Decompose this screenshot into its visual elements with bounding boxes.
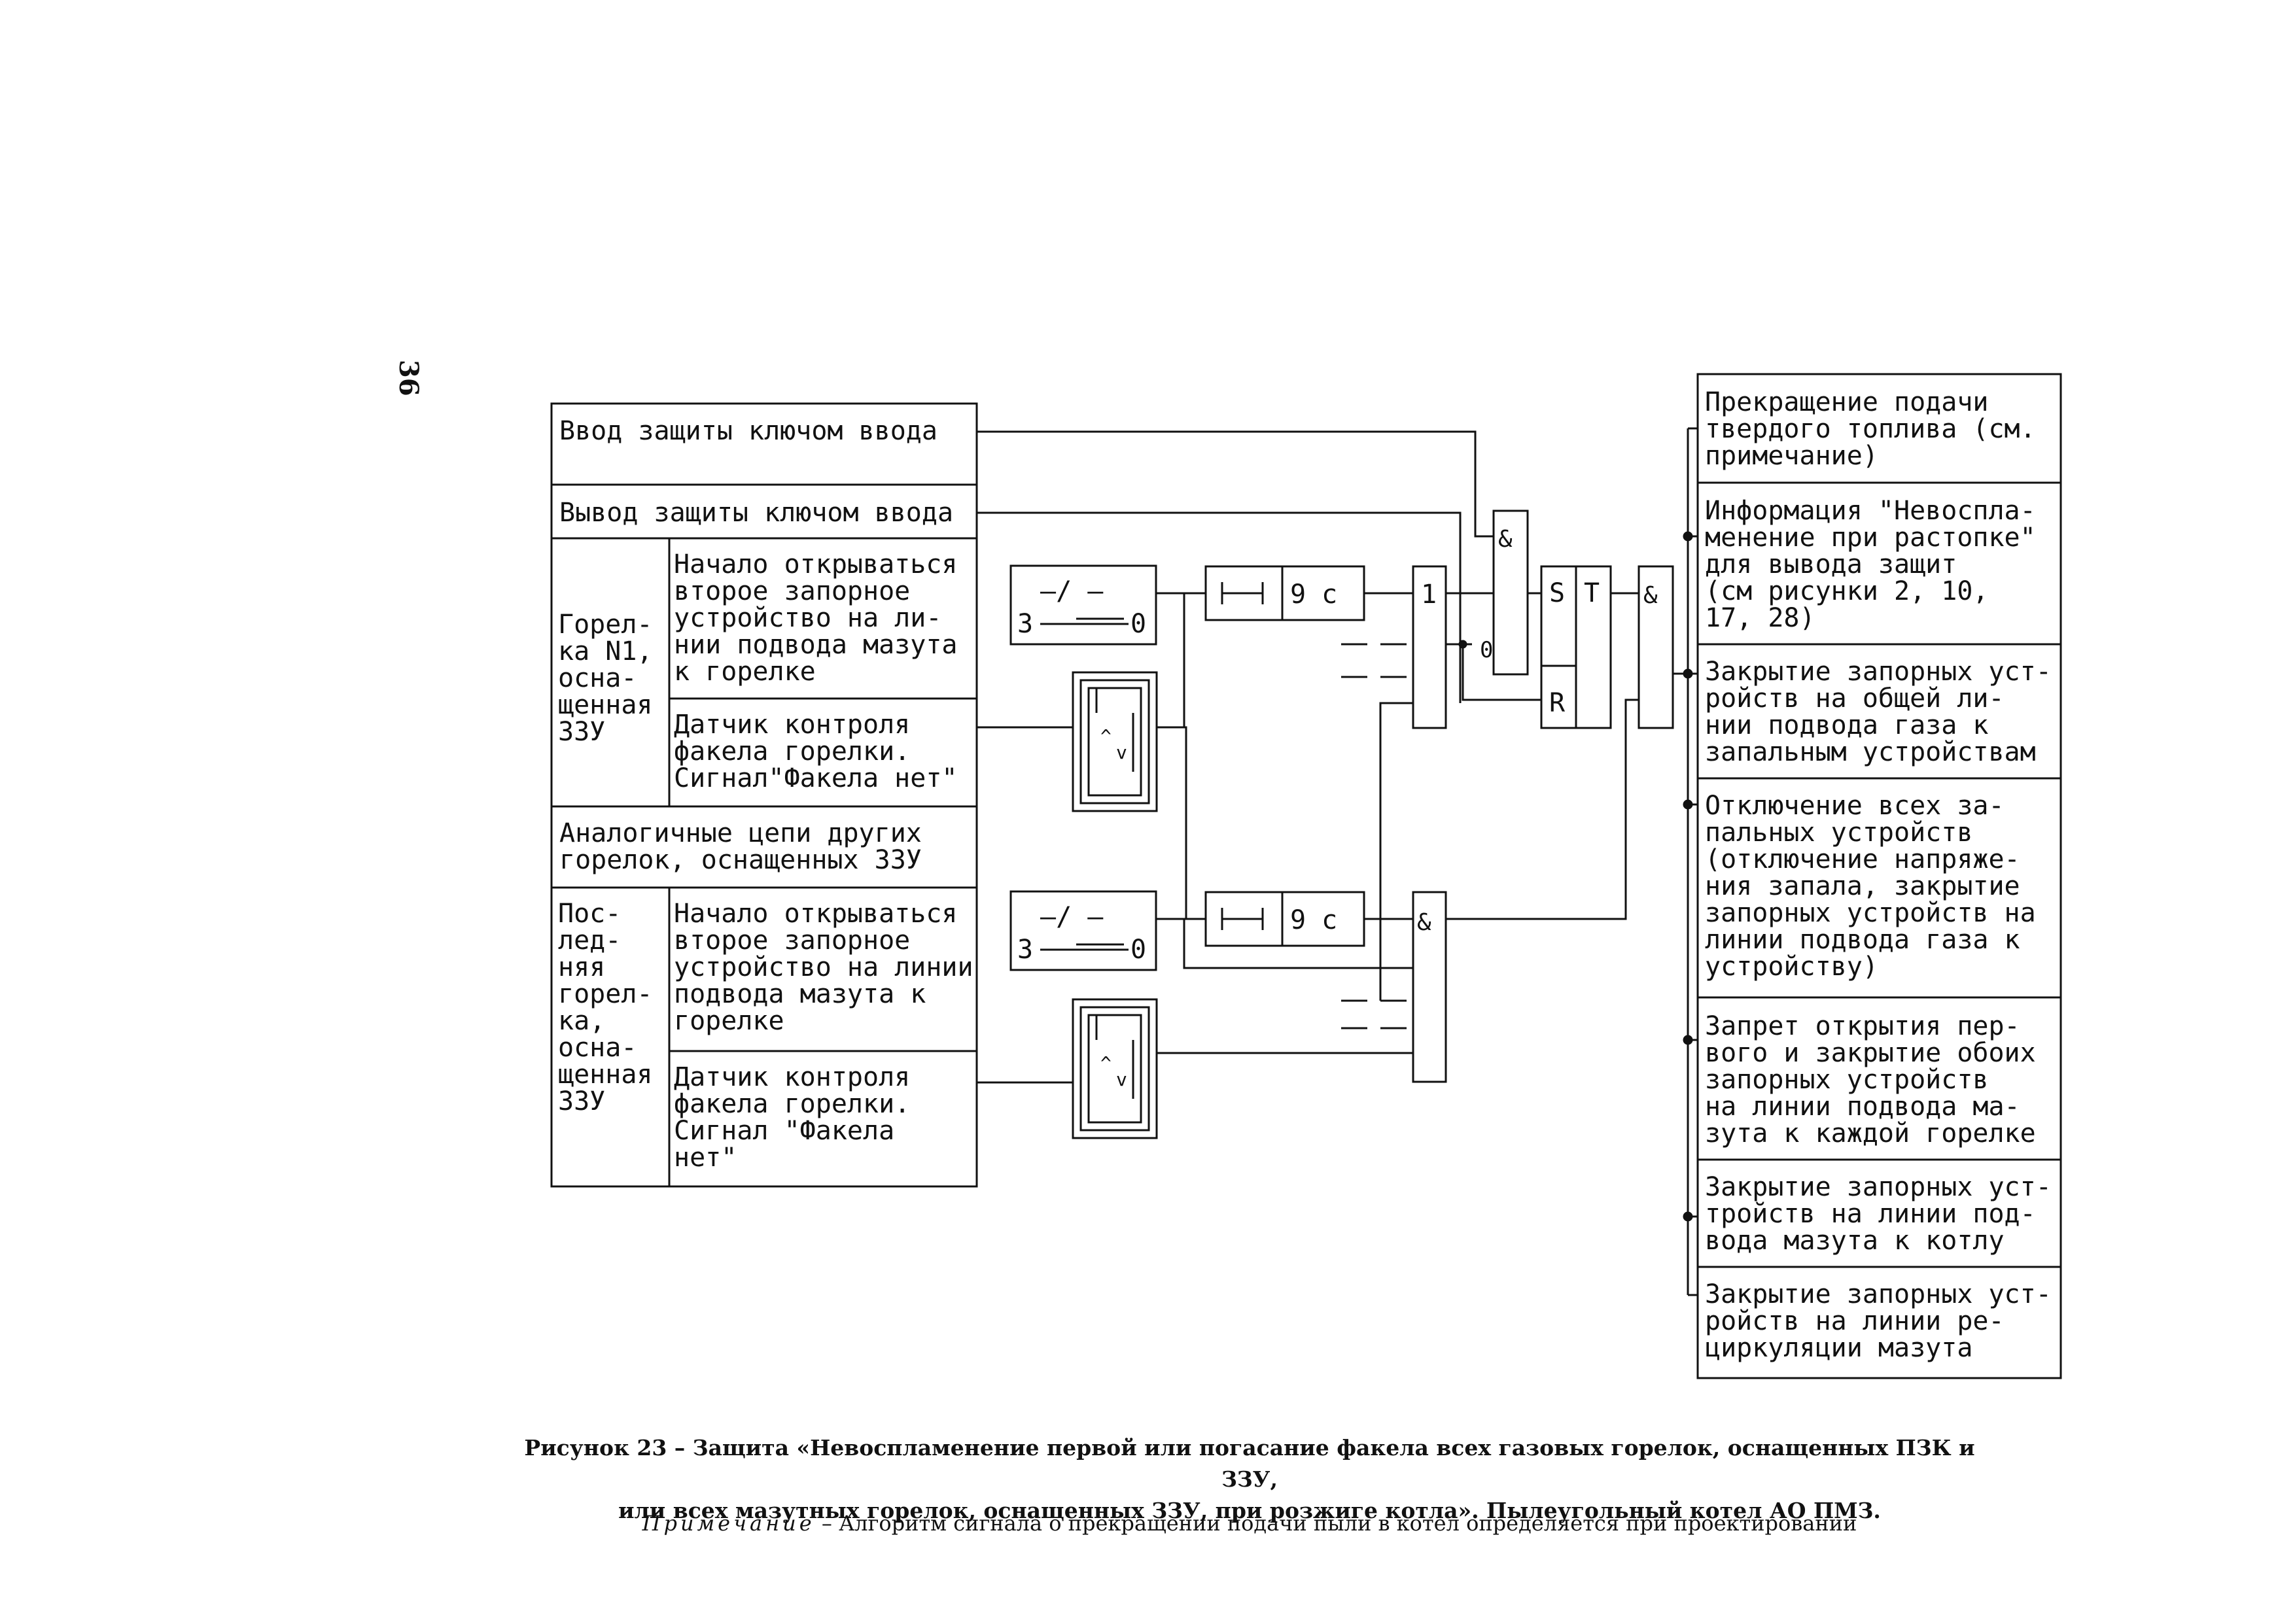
svg-text:S: S — [1549, 578, 1565, 608]
output-item-4: Отключение всех за- пальных устройств (о… — [1705, 791, 2052, 982]
svg-text:3: 3 — [1017, 609, 1033, 639]
output-item-5: Запрет открытия пер- вого и закрытие обо… — [1705, 1011, 2052, 1149]
svg-text:&: & — [1643, 582, 1658, 609]
rs-trigger: S T R — [1540, 565, 1612, 729]
and-gate-lower: & — [1412, 891, 1447, 1083]
note-label: Примечание — [642, 1511, 815, 1536]
output-item-1: Прекращение подачи твердого топлива (см.… — [1705, 387, 2052, 471]
output-table-frame — [1696, 373, 2062, 1379]
svg-text:v: v — [1116, 1069, 1127, 1090]
burner-last-label: Пос- лед- няя горел- ка, осна- щенная ЗЗ… — [558, 899, 669, 1116]
output-table — [1696, 373, 2062, 1379]
figure-note: Примечание – Алгоритм сигнала о прекраще… — [497, 1511, 2002, 1536]
svg-text:9 с: 9 с — [1290, 905, 1337, 935]
svg-text:&: & — [1417, 909, 1431, 936]
burner1-sensor-text: Датчик контроля факела горелки. Сигнал"Ф… — [674, 710, 957, 793]
delay-timer-1: 9 с — [1204, 565, 1365, 621]
svg-text:0: 0 — [1130, 609, 1146, 639]
svg-text:—/ —: —/ — — [1040, 902, 1104, 932]
svg-text:—/ —: —/ — — [1040, 576, 1104, 606]
burner-last-valve-text: Начало открываться второе запорное устро… — [674, 899, 989, 1036]
flame-comparator-2: ^ v — [1072, 998, 1158, 1139]
svg-text:^: ^ — [1100, 1052, 1112, 1074]
or-gate: 1 — [1412, 565, 1447, 729]
similar-circuits-text: Аналогичные цепи других горелок, оснащен… — [559, 818, 937, 875]
svg-text:&: & — [1498, 526, 1513, 553]
note-text: – Алгоритм сигнала о прекращении подачи … — [815, 1511, 1857, 1536]
figure-caption: Рисунок 23 – Защита «Невоспламенение пер… — [497, 1432, 2002, 1527]
connection-lines: 0 — [977, 427, 1698, 1296]
output-item-6: Закрытие запорных уст- тройств на линии … — [1705, 1172, 2067, 1256]
delay-timer-2: 9 с — [1204, 891, 1365, 947]
output-item-7: Закрытие запорных уст- ройств на линии р… — [1705, 1279, 2067, 1363]
svg-text:0: 0 — [1130, 935, 1146, 965]
flame-comparator-1: ^ v — [1072, 671, 1158, 812]
svg-text:9 с: 9 с — [1290, 579, 1337, 610]
and-gate-enable: & — [1492, 510, 1529, 676]
burner1-valve-text: Начало открываться второе запорное устро… — [674, 549, 973, 687]
input-enable-text: Ввод защиты ключом ввода — [559, 416, 937, 446]
svg-text:0: 0 — [1480, 637, 1493, 663]
mode-switch-2: —/ — 3 0 — [1009, 890, 1157, 971]
svg-text:1: 1 — [1421, 579, 1437, 610]
svg-text:T: T — [1584, 578, 1600, 608]
and-gate-output: & — [1638, 565, 1674, 729]
svg-text:R: R — [1549, 688, 1566, 718]
caption-line-1: Рисунок 23 – Защита «Невоспламенение пер… — [524, 1435, 1975, 1492]
svg-text:3: 3 — [1017, 935, 1033, 965]
input-table-frame — [550, 402, 978, 1188]
output-item-3: Закрытие запорных уст- ройств на общей л… — [1705, 657, 2067, 767]
burner1-label: Горел- ка N1, осна- щенная ЗЗУ — [558, 610, 669, 747]
svg-text:^: ^ — [1100, 725, 1112, 747]
caption-line-2: или всех мазутных горелок, оснащенных ЗЗ… — [618, 1498, 1881, 1523]
burner-last-sensor-text: Датчик контроля факела горелки. Сигнал "… — [674, 1062, 926, 1173]
input-table — [550, 402, 978, 1188]
mode-switch-1: —/ — 3 0 — [1009, 564, 1157, 646]
svg-text:v: v — [1116, 742, 1127, 763]
input-disable-text: Вывод защиты ключом ввода — [559, 498, 953, 528]
output-item-2: Информация "Невоспла- менение при растоп… — [1705, 496, 2052, 633]
